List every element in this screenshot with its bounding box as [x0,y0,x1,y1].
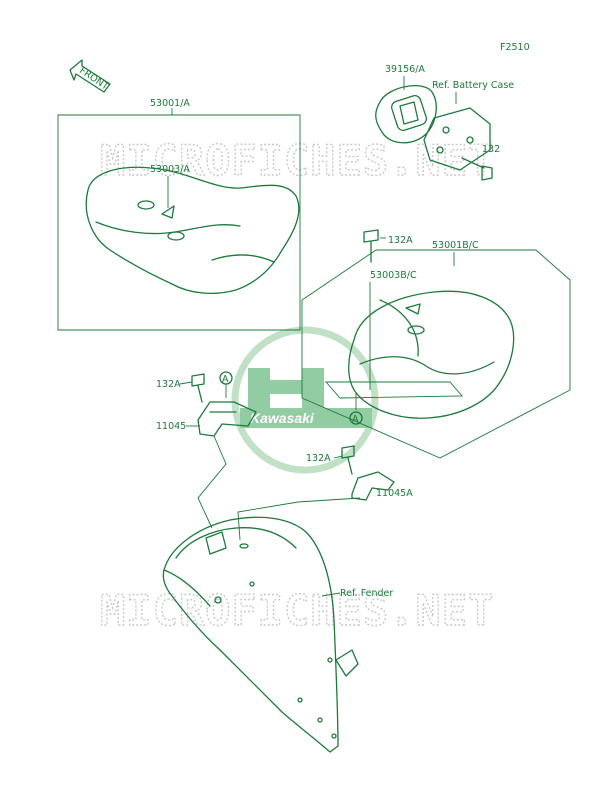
callout-rear-seat: 53001B/C [432,240,479,251]
front-arrow-icon: FRONT [69,59,111,93]
callout-bolt-small: 132 [482,144,500,155]
front-arrow-label: FRONT [77,65,110,92]
bracket-right [351,471,395,501]
svg-text:A: A [352,414,359,425]
callout-rear-seat-cover: 53003B/C [370,270,417,281]
rear-seat [325,290,515,419]
leader-bracket-right [237,497,361,541]
marker-a-right: A [349,392,363,425]
callout-battery-case: Ref. Battery Case [432,80,514,91]
callout-strap: 39156/A [385,64,425,75]
watermark-top: MICROFICHES.NET [100,136,494,185]
kawasaki-logo-text: Kawasaki [250,410,315,426]
front-seat-frame [57,114,301,331]
bolt-small [461,157,493,181]
callout-front-seat-cover: 53003/A [150,164,190,175]
bolt-bracket-left [191,373,205,403]
callout-bolt-bracket-left: 132A [156,379,181,390]
watermark-bottom: MICROFICHES.NET [100,586,494,635]
leader-bracket-left [197,435,227,529]
bolt-bracket-right [341,445,355,475]
callout-bolt-seat-rear: 132A [388,235,413,246]
bolt-seat-rear [363,229,379,263]
rear-fender [162,516,359,753]
callout-bolt-bracket-right: 132A [306,453,331,464]
callout-fender: Ref. Fender [340,588,393,599]
kawasaki-logo-watermark: Kawasaki [231,326,379,474]
strap [375,85,437,144]
callout-bracket-left: 11045 [156,421,186,432]
callout-bracket-right: 11045A [376,488,413,499]
bracket-left [197,401,257,437]
diagram-code: F2510 [500,42,530,53]
rear-seat-frame [301,249,571,459]
callout-front-seat: 53001/A [150,98,190,109]
battery-case [423,107,491,171]
marker-a-left: A [219,371,233,398]
front-seat [85,166,300,294]
svg-text:A: A [222,374,229,385]
